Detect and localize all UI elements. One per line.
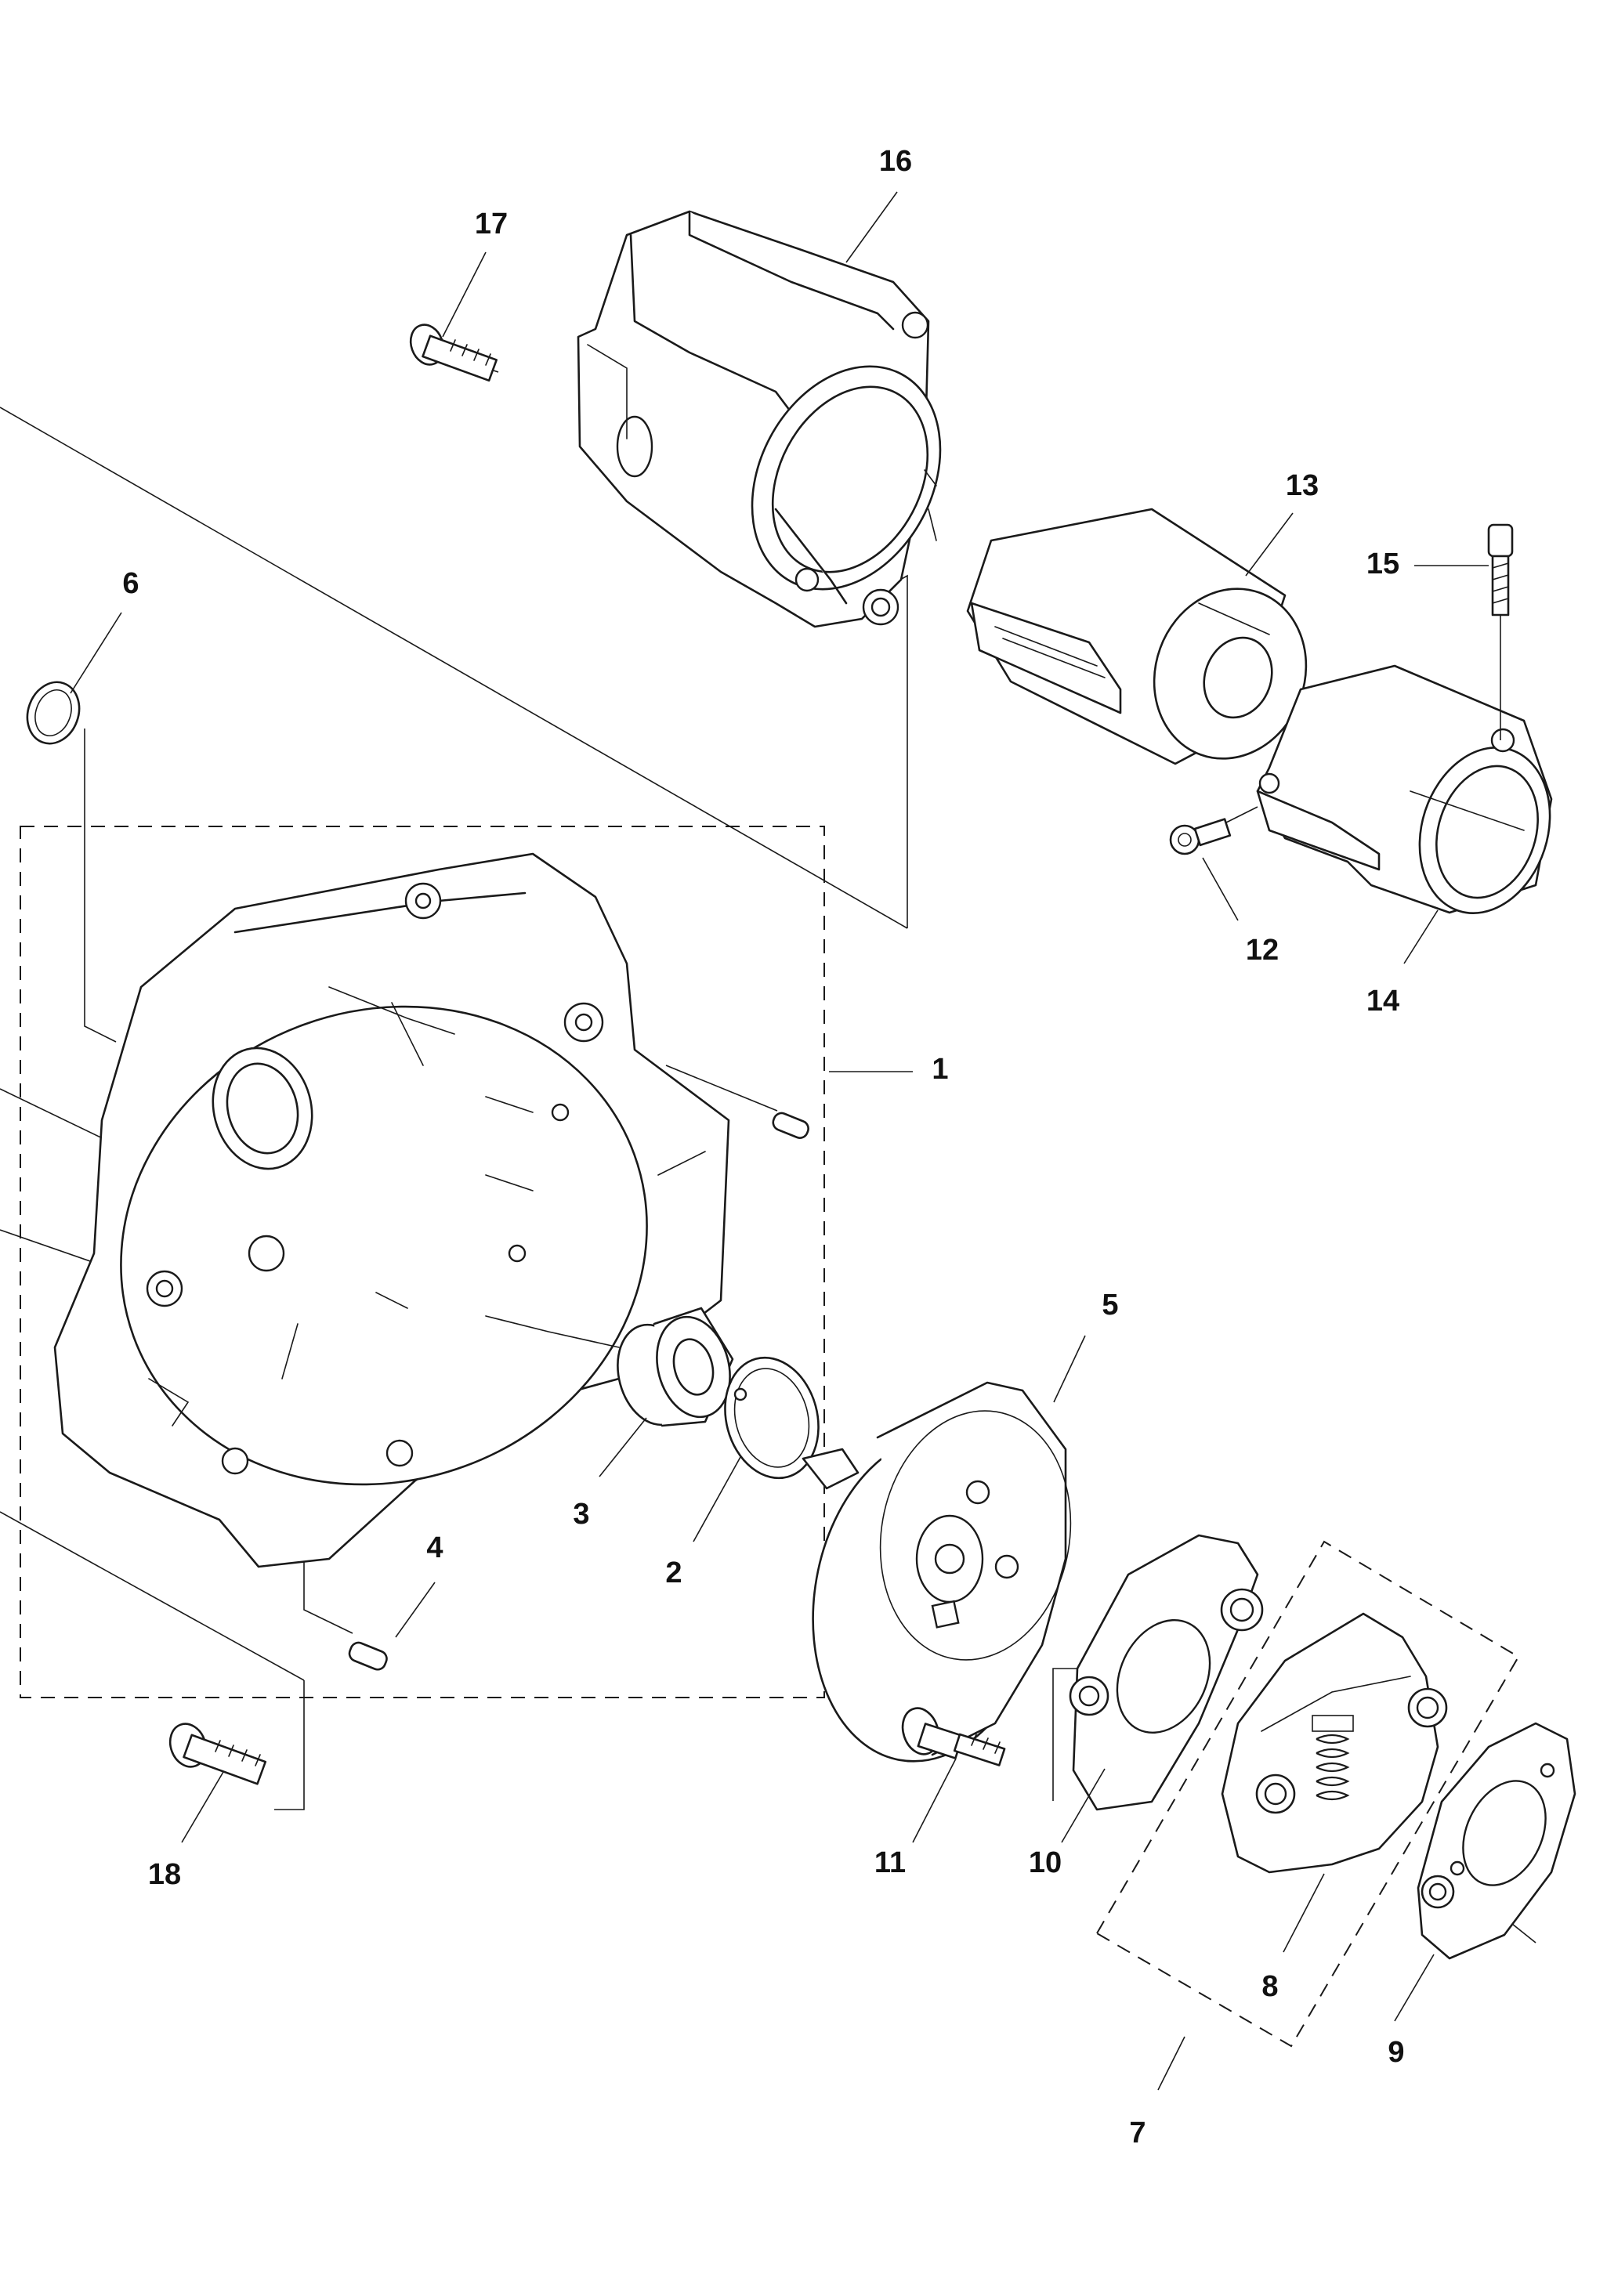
part-6-circlip (26, 681, 81, 745)
callout-12: 12 (1246, 934, 1279, 967)
part-13-sleeve (966, 508, 1308, 765)
part-1-crankcase (53, 852, 730, 1568)
part-17-bolt (409, 324, 498, 382)
callout-14: 14 (1366, 985, 1399, 1018)
part-16-gear-housing (577, 210, 942, 628)
callout-2: 2 (665, 1557, 682, 1589)
callout-labels: 1 2 3 4 5 6 7 8 9 10 11 12 13 14 15 16 1… (122, 145, 1404, 2150)
callout-7: 7 (1129, 2117, 1146, 2150)
part-14-clamp (1256, 664, 1553, 914)
part-4-pin (348, 1641, 388, 1671)
callout-10: 10 (1029, 1846, 1062, 1879)
callout-3: 3 (573, 1498, 589, 1531)
part-2-ring (724, 1356, 820, 1480)
callout-1: 1 (932, 1053, 948, 1086)
part-pin-upper (665, 1065, 809, 1139)
part-18-bolt (168, 1723, 267, 1785)
part-11-bolt (901, 1707, 1006, 1766)
part-9-washer-plate (1417, 1722, 1576, 1960)
callout-6: 6 (122, 567, 139, 600)
callout-15: 15 (1366, 548, 1399, 580)
callout-5: 5 (1102, 1289, 1118, 1322)
callout-18: 18 (148, 1858, 181, 1891)
assembly-box-7 (1095, 1540, 1520, 2048)
assembly-box-1 (20, 826, 825, 1698)
part-15-screw (1487, 523, 1514, 740)
callout-11: 11 (874, 1846, 906, 1879)
callout-16: 16 (879, 145, 912, 178)
part-8-clutch-shoe (1221, 1612, 1448, 1874)
callout-13: 13 (1286, 469, 1319, 502)
part-10-plate (1069, 1534, 1264, 1811)
callout-9: 9 (1388, 2036, 1404, 2069)
callout-17: 17 (475, 208, 508, 240)
callout-8: 8 (1261, 1970, 1278, 2003)
callout-leaders (70, 191, 1489, 2091)
part-3-bearing (617, 1307, 734, 1427)
part-12-screw (1169, 806, 1258, 855)
part-5-clutch-drum (802, 1381, 1072, 1763)
callout-4: 4 (426, 1531, 443, 1564)
